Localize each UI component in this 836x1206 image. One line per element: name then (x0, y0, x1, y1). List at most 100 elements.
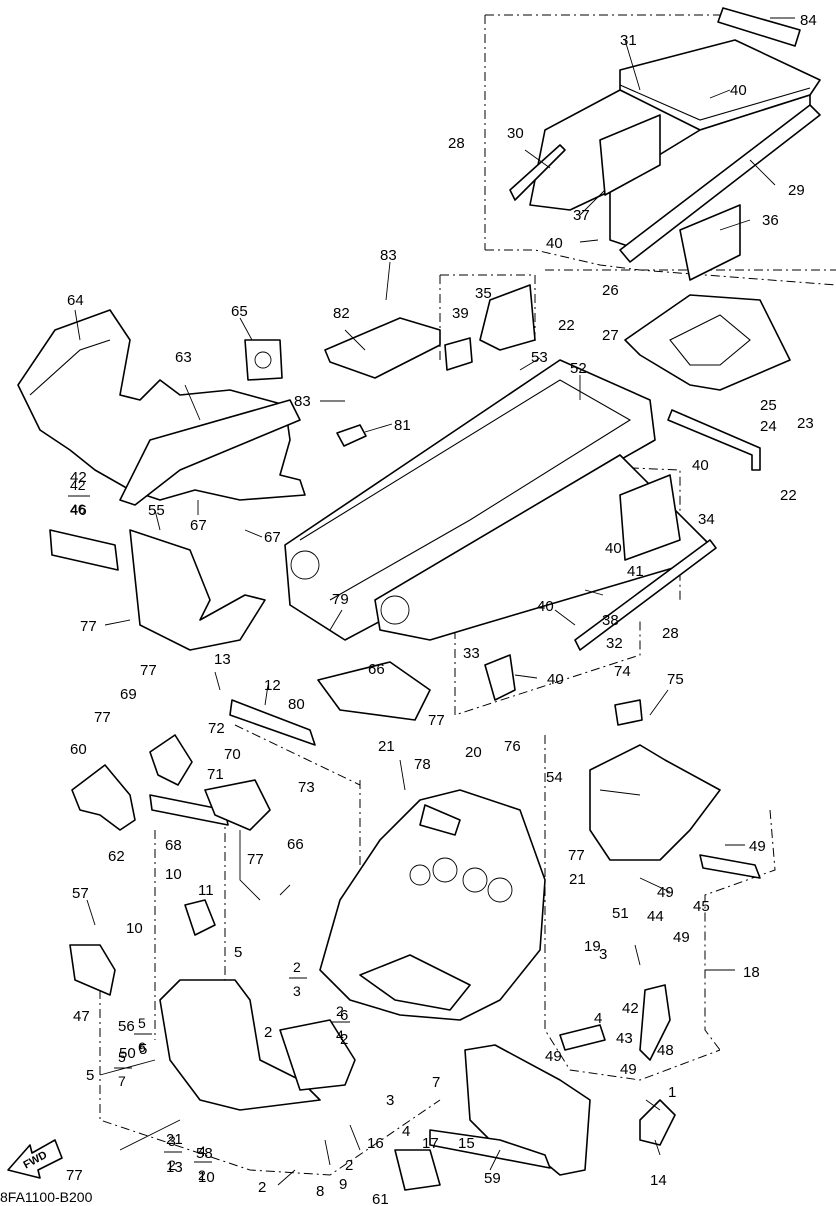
callout-label: 10 (165, 866, 182, 883)
rear-bracket-27 (624, 294, 791, 391)
callout-label: 70 (224, 746, 241, 763)
callout-label: 82 (333, 305, 350, 322)
callout-label: 51 (612, 905, 629, 922)
fraction-3-2: 3 2 (164, 1133, 182, 1173)
front-cowl-frame (17, 309, 306, 506)
callout-label: 6 (340, 1007, 348, 1024)
callout-label: 52 (570, 360, 587, 377)
main-frame (284, 359, 711, 641)
callout-label: 14 (650, 1172, 667, 1189)
bracket-65 (244, 339, 283, 381)
callout-label: 35 (475, 285, 492, 302)
front-bracket-1 (69, 899, 356, 1111)
fraction-denominator: 6 (138, 1039, 146, 1055)
callout-label: 44 (647, 908, 664, 925)
callout-label: 49 (749, 838, 766, 855)
callout-label: 27 (602, 327, 619, 344)
callout-label: 78 (414, 756, 431, 773)
callout-label: 61 (372, 1191, 389, 1206)
callout-label: 77 (94, 709, 111, 726)
callout-label: 9 (339, 1176, 347, 1193)
callout-label: 29 (788, 182, 805, 199)
callout-label: 17 (422, 1135, 439, 1152)
callout-label: 34 (698, 511, 715, 528)
callout-label: 62 (108, 848, 125, 865)
callout-label: 72 (208, 720, 225, 737)
callout-label: 22 (558, 317, 575, 334)
callout-label: 45 (693, 898, 710, 915)
callout-label: 77 (140, 662, 157, 679)
fraction-denominator: 3 (293, 983, 301, 999)
fraction-numerator: 42 (70, 477, 86, 493)
fraction-2-4: 2 4 (332, 1003, 350, 1043)
callout-label: 20 (465, 744, 482, 761)
shaft-12 (229, 699, 316, 746)
fraction-numerator: 5 (118, 1049, 126, 1065)
callout-label: 11 (198, 882, 214, 899)
callout-label: 24 (760, 418, 777, 435)
callout-label: 67 (190, 517, 207, 534)
callout-label: 18 (743, 964, 760, 981)
callout-label: 83 (294, 393, 311, 410)
callout-label: 21 (166, 1131, 183, 1148)
callout-label: 42 (70, 469, 87, 486)
callout-label: 3 (599, 946, 607, 963)
callout-label: 2 (258, 1179, 266, 1196)
callout-label: 26 (602, 282, 619, 299)
fraction-5-7: 5 7 (114, 1049, 132, 1089)
fwd-arrow: FWD (7, 1139, 63, 1179)
callout-label: 21 (378, 738, 395, 755)
callout-label: 73 (298, 779, 315, 796)
callout-label: 49 (620, 1061, 637, 1078)
fraction-denominator: 46 (70, 501, 86, 517)
callout-label: 37 (573, 207, 590, 224)
callout-label: 7 (432, 1074, 440, 1091)
fraction-2-3: 2 3 (289, 959, 307, 999)
callout-label: 60 (70, 741, 87, 758)
callout-label: 40 (692, 457, 709, 474)
callout-label: 84 (800, 12, 817, 29)
callout-label: 68 (165, 837, 182, 854)
tube-23 (667, 409, 761, 471)
fraction-numerator: 2 (336, 1003, 344, 1019)
callout-label: 5 (86, 1067, 94, 1084)
callout-label: 32 (606, 635, 623, 652)
callout-label: 38 (602, 612, 619, 629)
fraction-numerator: 2 (293, 959, 301, 975)
callout-label: 77 (66, 1167, 83, 1184)
callout-label: 40 (730, 82, 747, 99)
callout-label: 15 (458, 1135, 475, 1152)
bracket-45 (699, 854, 761, 879)
callout-label: 39 (452, 305, 469, 322)
plate-46 (49, 529, 119, 571)
callout-label: 56 (118, 1018, 135, 1035)
callout-label: 33 (463, 645, 480, 662)
callout-label: 83 (380, 247, 397, 264)
callout-label: 66 (287, 836, 304, 853)
callouts: 84 31 40 28 30 29 37 36 40 26 22 27 35 3… (66, 12, 817, 1206)
callout-label: 10 (198, 1169, 215, 1186)
callout-label: 58 (196, 1145, 213, 1162)
callout-label: 10 (126, 920, 143, 937)
callout-label: 43 (616, 1030, 633, 1047)
callout-label: 40 (546, 235, 563, 252)
callout-label: 75 (667, 671, 684, 688)
callout-label: 80 (288, 696, 305, 713)
callout-label: 49 (545, 1048, 562, 1065)
callout-label: 49 (673, 929, 690, 946)
fraction-5-6: 5 6 (134, 1015, 152, 1055)
bracket-54 (589, 699, 721, 861)
callout-label: 66 (368, 661, 385, 678)
bracket-48-50 (559, 984, 671, 1061)
callout-label: 77 (428, 712, 445, 729)
callout-label: 36 (762, 212, 779, 229)
callout-label: 40 (547, 671, 564, 688)
callout-label: 5 (139, 1041, 147, 1058)
callout-label: 31 (620, 32, 637, 49)
leader-lines (74, 17, 795, 1186)
callout-label: 64 (67, 292, 84, 309)
callout-label: 47 (73, 1008, 90, 1025)
bracket-33 (484, 654, 516, 701)
callout-label: 50 (119, 1045, 136, 1062)
callout-label: 67 (264, 529, 281, 546)
